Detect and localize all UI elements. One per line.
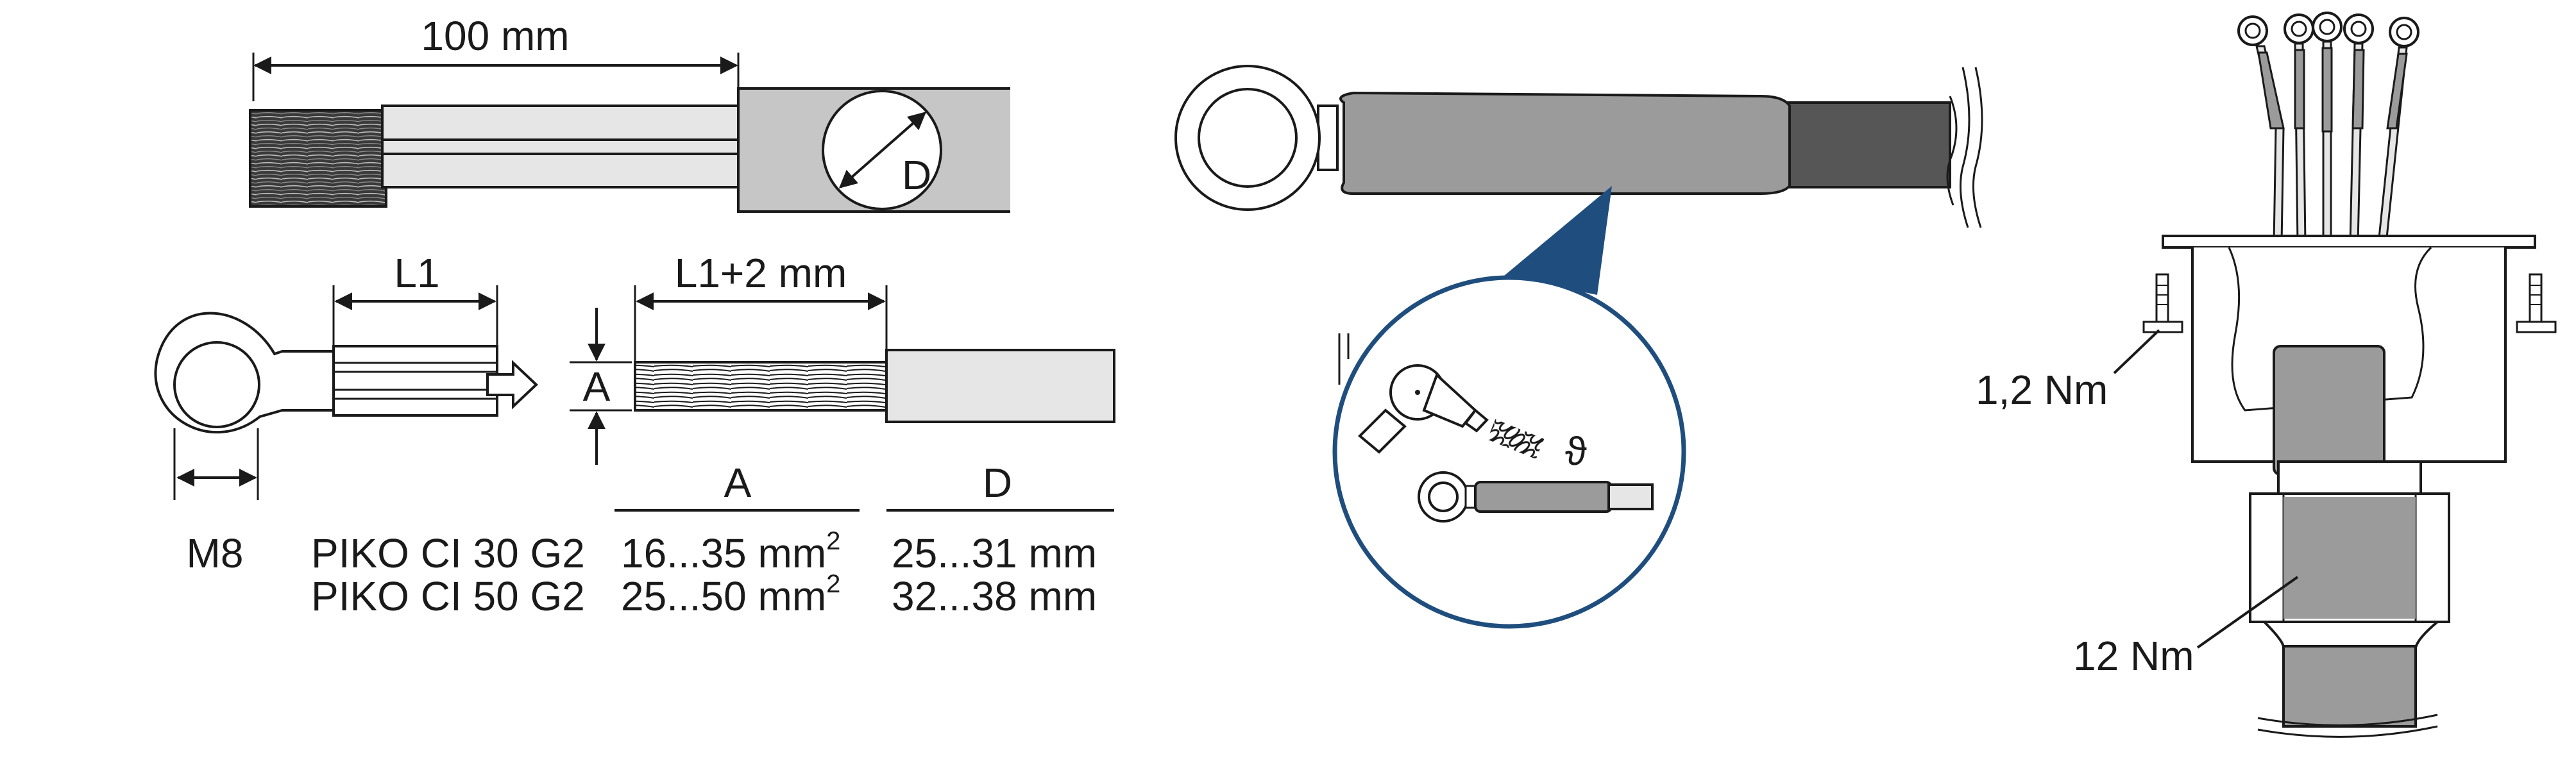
cover-screw-left — [2142, 273, 2183, 333]
cross-section-value: 16...35 mm — [621, 530, 826, 576]
conductor-wires — [2255, 40, 2408, 245]
torque-nut-label: 12 Nm — [2073, 633, 2194, 679]
housing-flange — [2162, 235, 2536, 249]
heat-coil-icon — [1487, 419, 1545, 460]
cable-below-gland — [2282, 645, 2417, 728]
bolt-size-label: M8 — [187, 530, 244, 576]
torque-screw-label: 1,2 Nm — [1976, 367, 2108, 413]
svg-text:25...50 mm2: 25...50 mm2 — [621, 570, 840, 619]
zoom-callout-circle — [1332, 275, 1686, 629]
model-name: PIKO CI 30 G2 — [311, 530, 585, 576]
torque-leader-screw — [2113, 329, 2160, 374]
diameter-label: D — [902, 152, 931, 198]
table-row: PIKO CI 30 G2 16...35 mm2 25...31 mm — [311, 527, 1097, 576]
stripped-cable-illustration: D 100 mm — [249, 13, 1018, 213]
strip-length-label: 100 mm — [421, 13, 569, 59]
heat-gun-icon — [1358, 364, 1489, 454]
l1-label: L1 — [394, 250, 439, 296]
unit-superscript: 2 — [826, 570, 840, 598]
cover-screw-right — [2516, 273, 2557, 333]
conductor-insulation — [885, 349, 1115, 423]
heat-symbol: ϑ — [1565, 430, 1587, 474]
table-header-d: D — [983, 460, 1012, 506]
cross-section-value: 25...50 mm — [621, 573, 826, 619]
zoom-callout-pointer — [1504, 186, 1612, 295]
stripped-conductor — [634, 361, 888, 412]
a-dimension-label: A — [583, 364, 611, 410]
ring-lug-hole — [173, 341, 260, 428]
table-row: PIKO CI 50 G2 25...50 mm2 32...38 mm — [311, 570, 1097, 619]
table-header-a: A — [724, 460, 752, 506]
diameter-value: 25...31 mm — [892, 530, 1097, 576]
torque-leader-nut — [2196, 576, 2299, 649]
exposed-strands — [249, 109, 387, 208]
diameter-arrow — [838, 112, 927, 188]
gland-body — [2249, 460, 2450, 738]
cable-inside-housing — [2273, 345, 2385, 476]
insert-direction-arrow — [486, 360, 538, 410]
shrunk-cable-small — [1418, 471, 1654, 523]
model-name: PIKO CI 50 G2 — [311, 573, 585, 619]
cable-spec-table: A D PIKO CI 30 G2 16...35 mm2 25...31 mm… — [311, 460, 1114, 619]
heat-shrink-sleeve — [1339, 91, 1791, 195]
cable-jacket — [1772, 101, 1951, 188]
diameter-value: 32...38 mm — [892, 573, 1097, 619]
stripped-conductor-illustration: L1+2 mm A — [570, 250, 1115, 465]
heat-shrink-illustration: ϑ — [1174, 65, 1983, 629]
cable-lug-hole — [1198, 88, 1298, 188]
lug-barrel — [332, 345, 498, 417]
unit-superscript: 2 — [826, 527, 840, 555]
cable-gland-illustration: 1,2 Nm 12 Nm — [1976, 12, 2557, 738]
l1-plus-label: L1+2 mm — [675, 250, 847, 296]
inner-conductor-insulation — [381, 105, 740, 188]
ring-terminals — [2237, 12, 2419, 47]
svg-text:16...35 mm2: 16...35 mm2 — [621, 527, 840, 576]
ring-lug-illustration: M8 L1 — [154, 250, 538, 576]
